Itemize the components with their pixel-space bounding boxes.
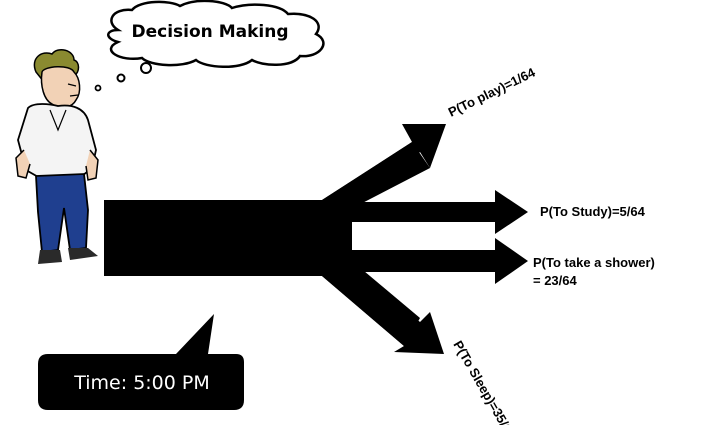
arrow-shower	[345, 238, 528, 284]
thought-dot-small	[94, 84, 102, 92]
thought-bubble: Decision Making	[94, 0, 325, 92]
person-figure	[15, 49, 99, 264]
thought-bubble-text: Decision Making	[132, 22, 289, 42]
person-shoe-left	[38, 250, 62, 264]
label-shower-line1: P(To take a shower)	[533, 255, 655, 270]
time-speech-box: Time: 5:00 PM	[38, 314, 244, 410]
time-box-shape	[38, 314, 244, 410]
time-box-text: Time: 5:00 PM	[73, 372, 210, 394]
person-head	[40, 66, 81, 109]
label-sleep: P(To Sleep)=35/64	[450, 338, 519, 425]
person-pants	[35, 173, 89, 254]
arrow-play	[322, 124, 446, 212]
thought-dot-large	[140, 62, 152, 74]
decision-arrows	[104, 124, 528, 354]
thought-dot-medium	[116, 73, 126, 83]
person-shoe-right	[68, 248, 98, 260]
thought-cloud	[107, 0, 325, 68]
label-shower-line2: = 23/64	[533, 273, 578, 288]
label-study: P(To Study)=5/64	[540, 204, 646, 219]
arrow-sleep	[322, 258, 444, 354]
arrow-study	[345, 190, 528, 234]
label-play: P(To play)=1/64	[446, 64, 538, 119]
